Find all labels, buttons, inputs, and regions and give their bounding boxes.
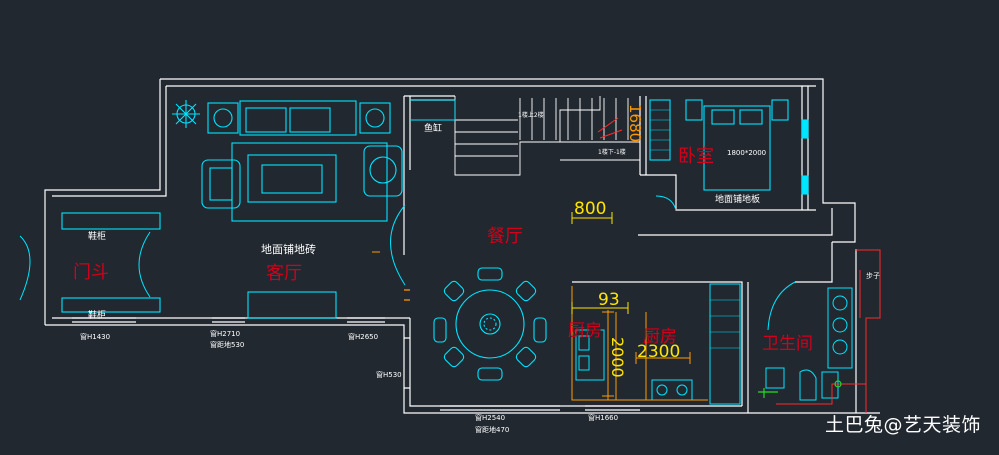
red-pipe-lines bbox=[597, 117, 881, 413]
stair-down-label: 1楼下-1楼 bbox=[598, 148, 626, 156]
room-label-kitchen: 厨房 bbox=[568, 321, 602, 341]
watermark: 土巴兔@艺天装饰 bbox=[824, 414, 981, 436]
dimension-2300: 2300 bbox=[637, 342, 680, 362]
stair-up-label: 1楼上2楼 bbox=[518, 111, 544, 119]
dimension-lines bbox=[372, 212, 691, 397]
step-label: 步子 bbox=[866, 272, 880, 280]
room-label-bathroom: 卫生间 bbox=[762, 334, 813, 354]
door-swings bbox=[19, 195, 796, 331]
window-note-right: 窗H2650 bbox=[348, 332, 378, 341]
window-note-entry: 窗H1430 bbox=[80, 332, 110, 341]
bed-size-note: 1800*2000 bbox=[727, 149, 766, 157]
dining-table bbox=[433, 267, 547, 381]
bedroom-furniture bbox=[649, 99, 809, 195]
room-label-entry: 门斗 bbox=[73, 262, 109, 283]
window-note-side: 窗H530 bbox=[376, 370, 402, 379]
room-label-dining: 餐厅 bbox=[487, 226, 523, 247]
fish-tank-label: 鱼缸 bbox=[424, 122, 442, 134]
room-label-kitchen-2: 厨房 bbox=[643, 327, 677, 347]
room-label-bedroom: 卧室 bbox=[678, 146, 714, 167]
window-note-living-height: 窗H2710 bbox=[210, 329, 240, 338]
window-note-kitchen: 窗H1660 bbox=[588, 413, 618, 422]
dimension-800: 800 bbox=[574, 199, 606, 219]
living-furniture bbox=[61, 100, 403, 319]
bathroom-fixtures bbox=[765, 287, 853, 401]
shoe-cabinet-bottom-label: 鞋柜 bbox=[88, 309, 106, 321]
window-note-dining-height: 窗H2540 bbox=[475, 413, 505, 422]
living-floor-note: 地面铺地砖 bbox=[261, 242, 316, 256]
green-accents bbox=[404, 289, 842, 398]
dimension-93: 93 bbox=[598, 290, 620, 310]
window-note-living-sill: 窗距地530 bbox=[210, 340, 244, 349]
dimension-2000: 2000 bbox=[608, 337, 627, 378]
bedroom-floor-note: 地面铺地板 bbox=[715, 193, 760, 205]
dimension-1680: 1680 bbox=[626, 104, 644, 142]
stairs bbox=[410, 96, 640, 176]
room-label-living: 客厅 bbox=[266, 263, 302, 284]
window-note-dining-sill: 窗距地470 bbox=[475, 425, 509, 434]
shoe-cabinet-top-label: 鞋柜 bbox=[88, 230, 106, 242]
walls bbox=[44, 78, 880, 414]
